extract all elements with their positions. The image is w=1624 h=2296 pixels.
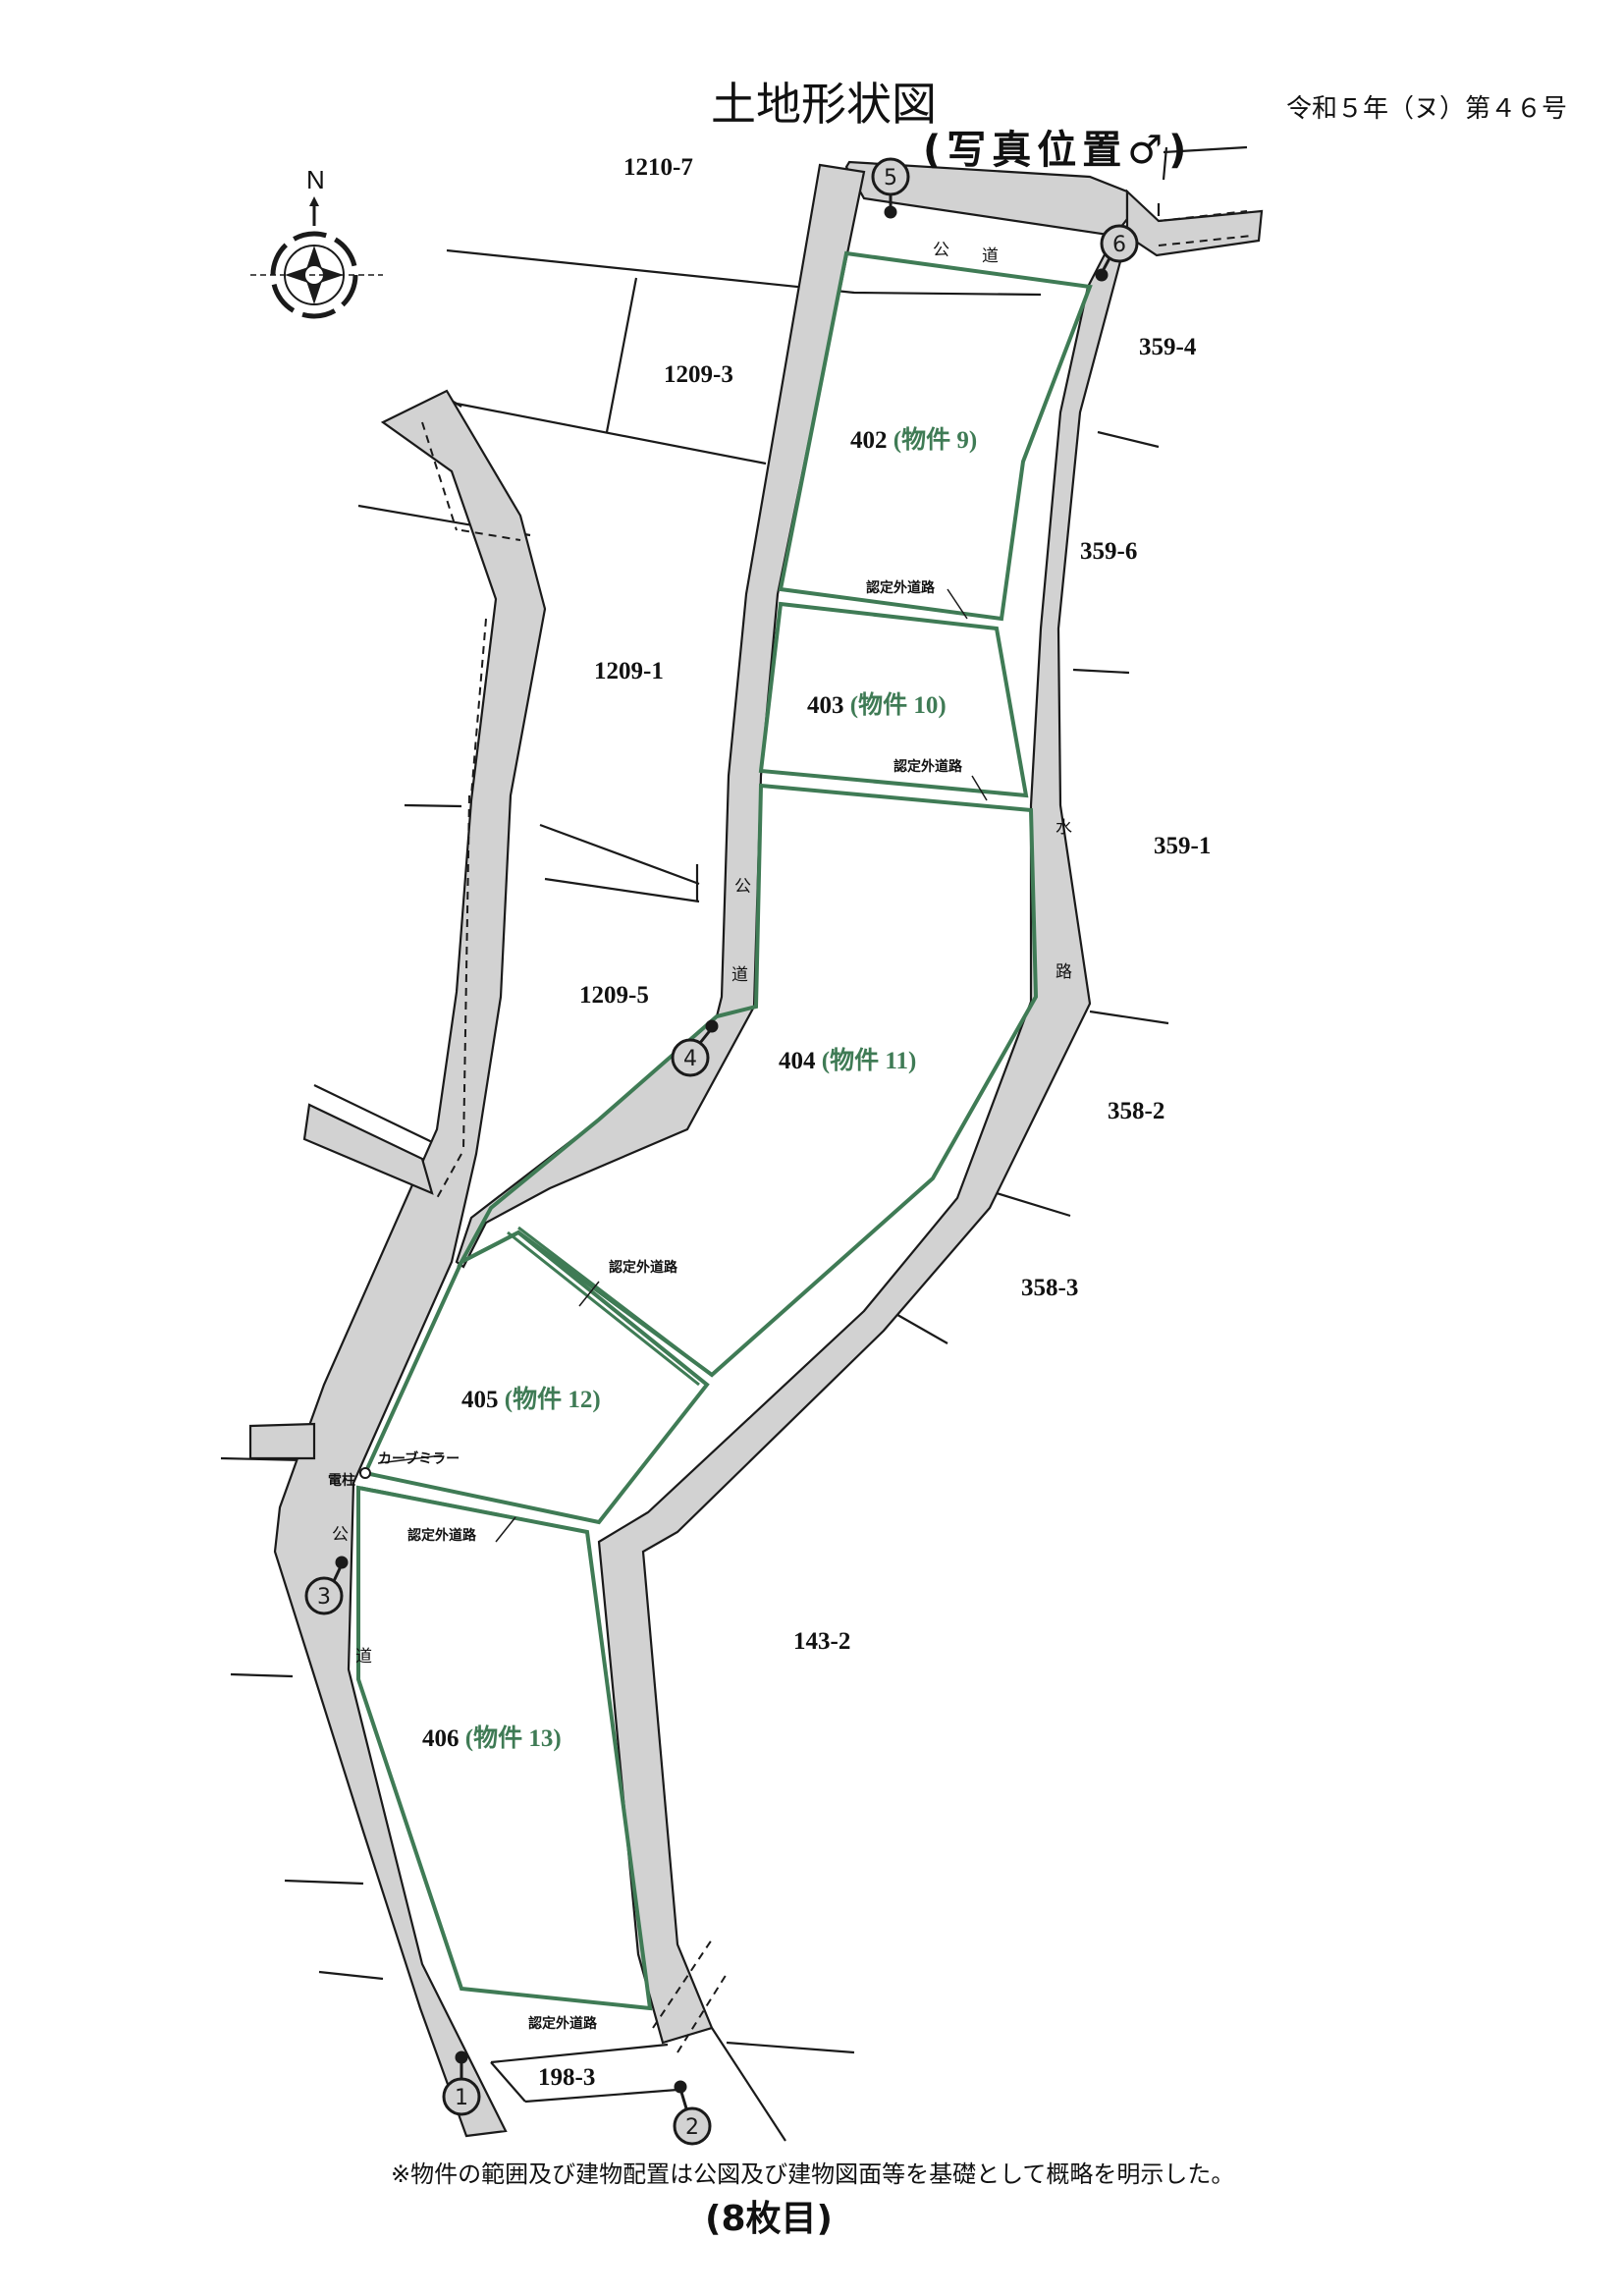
road-label-public-left-2: 道 [355, 1647, 372, 1667]
photo-label-4: 4 [683, 1047, 697, 1071]
unrecognized-road-label-1: 認定外道路 [866, 580, 935, 596]
parcel-359-1: 359-1 [1154, 833, 1212, 859]
unrecognized-road-label-2: 認定外道路 [893, 759, 962, 775]
road-label-public-mid-1: 公 [734, 877, 751, 897]
unrecognized-road-bands [360, 587, 1032, 2010]
unrecognized-road-label-5: 認定外道路 [528, 2016, 597, 2032]
road-label-public-left-1: 公 [332, 1525, 349, 1545]
dashed-lines [421, 210, 1253, 2053]
parcel-1209-5: 1209-5 [579, 982, 649, 1009]
parcel-359-4: 359-4 [1139, 334, 1197, 360]
property-402: 402 (物件 9) [850, 427, 978, 454]
north-label: N [306, 165, 325, 194]
unrecognized-road-label-4: 認定外道路 [407, 1528, 476, 1544]
photo-marker-6 [1095, 224, 1139, 282]
photo-marker-5 [871, 157, 910, 219]
case-number: 令和５年（ヌ）第４６号 [1286, 94, 1568, 124]
compass-icon [250, 196, 383, 319]
parcel-358-3: 358-3 [1021, 1275, 1079, 1301]
parcel-358-2: 358-2 [1108, 1098, 1165, 1124]
road-label-public-top-1: 公 [933, 241, 949, 260]
parcel-1209-3: 1209-3 [664, 361, 733, 388]
photo-label-3: 3 [317, 1585, 331, 1610]
road-fills [248, 160, 1264, 2138]
photo-marker-4 [671, 1019, 719, 1077]
property-403: 403 (物件 10) [807, 692, 947, 719]
footer-note: ※物件の範囲及び建物配置は公図及び建物図面等を基礎として概略を明示した。 [391, 2160, 1235, 2188]
water-label-2: 路 [1056, 962, 1072, 982]
property-406: 406 (物件 13) [422, 1725, 562, 1752]
curve-mirror-icon [359, 1467, 371, 1479]
photo-position-markers [304, 157, 1139, 2146]
photo-marker-2 [673, 2080, 712, 2146]
property-404: 404 (物件 11) [779, 1048, 917, 1074]
sheet-number: (8枚目) [705, 2199, 833, 2239]
page-title: 土地形状図 [711, 78, 937, 131]
parcel-1210-7: 1210-7 [623, 154, 693, 181]
curve-mirror-label: カーブミラー [378, 1451, 460, 1467]
page-subtitle: (写真位置♂) [923, 128, 1193, 173]
photo-label-1: 1 [455, 2086, 468, 2110]
road-edges [490, 145, 1248, 2142]
photo-marker-1 [442, 2050, 481, 2116]
unrecognized-road-label-3: 認定外道路 [609, 1260, 677, 1276]
parcel-359-6: 359-6 [1080, 538, 1138, 565]
water-label-1: 水 [1056, 818, 1072, 838]
parcel-198-3: 198-3 [538, 2064, 596, 2091]
photo-label-6: 6 [1112, 233, 1126, 257]
photo-marker-3 [304, 1556, 349, 1615]
photo-label-5: 5 [884, 166, 897, 191]
parcel-boundaries [220, 146, 1169, 2054]
property-405: 405 (物件 12) [461, 1387, 601, 1413]
road-label-public-mid-2: 道 [731, 965, 748, 985]
parcel-1209-1: 1209-1 [594, 658, 664, 684]
leader-lines [377, 588, 988, 1543]
photo-label-2: 2 [685, 2115, 699, 2140]
parcel-143-2: 143-2 [793, 1628, 851, 1655]
photo-marker-labels: 1 2 3 4 5 6 [317, 166, 1126, 2140]
utility-pole-label: 電柱 [328, 1473, 355, 1489]
road-label-public-top-2: 道 [982, 246, 999, 266]
